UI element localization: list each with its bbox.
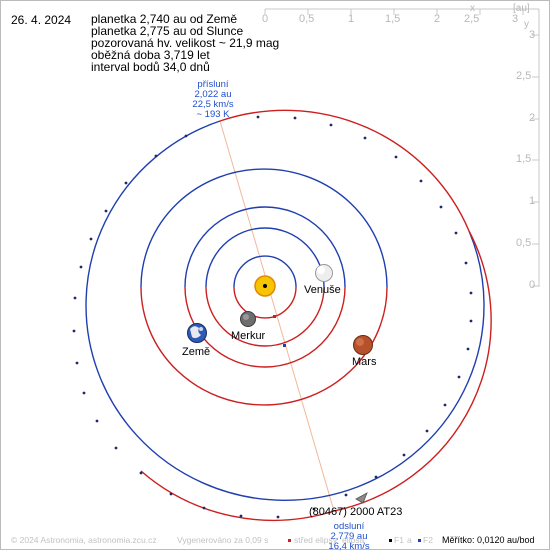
- x-tick-2-5: 2,5: [464, 13, 480, 25]
- y-tick-1: 1: [529, 195, 536, 207]
- y-tick-0-5: 0,5: [516, 237, 532, 249]
- y-unit-label: y: [524, 19, 529, 30]
- mars-label: Mars: [352, 356, 377, 368]
- earth-label: Země: [182, 346, 211, 358]
- perihelion-temp: ~ 193 K: [196, 109, 230, 120]
- legend-f2-marker: [418, 539, 421, 542]
- y-tick-0: 0: [529, 279, 536, 291]
- orbit-mars: [140, 168, 388, 406]
- mercury-label: Merkur: [231, 330, 266, 342]
- copyright-label: © 2024 Astronomia, astronomia.zcu.cz: [11, 535, 157, 545]
- legend-f2-label: F2: [423, 535, 433, 545]
- scale-label: Měřítko: 0,0120 au/bod: [442, 535, 535, 545]
- x-axis-ticks: [264, 9, 524, 15]
- x-tick-1: 1: [348, 13, 355, 25]
- mars: [353, 335, 373, 355]
- info-block: planetka 2,740 au od Země planetka 2,775…: [91, 13, 279, 73]
- x-tick-1-5: 1,5: [385, 13, 401, 25]
- aphelion-distance: 2,779 au: [330, 531, 368, 542]
- x-tick-2: 2: [434, 13, 441, 25]
- x-tick-0: 0: [262, 13, 269, 25]
- aphelion-label: odsluní 2,779 au 16,4 km/s: [317, 522, 381, 552]
- y-tick-2: 2: [529, 112, 536, 124]
- perihelion-label: přísluní 2,022 au 22,5 km/s ~ 193 K: [181, 80, 245, 120]
- focus-f2-marker: [283, 344, 286, 347]
- legend-center-marker: [288, 539, 291, 542]
- y-tick-1-5: 1,5: [516, 153, 532, 165]
- legend-a-label: a: [407, 535, 412, 545]
- asteroid-interval-dots: [72, 115, 473, 519]
- info-line-interval: interval bodů 34,0 dnů: [91, 60, 210, 74]
- asteroid-marker: [355, 492, 368, 504]
- orbit-venus: [205, 227, 325, 347]
- mercury: [240, 311, 256, 327]
- legend-ellipse-label: elipsa: [342, 535, 365, 545]
- orbit-mercury: [233, 255, 297, 319]
- x-tick-3: 3: [512, 13, 519, 25]
- x-unit-label: x: [470, 3, 475, 14]
- perihelion-distance: 2,022 au: [194, 89, 232, 100]
- asteroid-name: (80467) 2000 AT23: [309, 506, 403, 518]
- info-line-magnitude: pozorovaná hv. velikost ~ 21,9 mag: [91, 36, 280, 50]
- au-unit-label: [au]: [513, 3, 530, 14]
- legend-center-label: střed elipsy: [294, 535, 337, 545]
- venus: [315, 264, 333, 282]
- y-tick-3: 3: [529, 29, 536, 41]
- earth: [187, 323, 207, 343]
- legend-f1-marker: [389, 539, 392, 542]
- orbit-asteroid: [85, 109, 492, 521]
- info-line-period: oběžná doba 3,719 let: [91, 48, 210, 62]
- orbit-earth: [184, 206, 346, 368]
- generated-label: Vygenerováno za 0,09 s: [177, 535, 269, 545]
- aphelion-title: odsluní: [333, 521, 365, 532]
- ellipse-center-marker: [273, 315, 276, 318]
- info-line-earth-distance: planetka 2,740 au od Země: [91, 12, 238, 26]
- aphelion-speed: 16,4 km/s: [328, 541, 370, 552]
- y-tick-2-5: 2,5: [516, 70, 532, 82]
- venus-label: Venuše: [304, 284, 341, 296]
- x-tick-0-5: 0,5: [299, 13, 315, 25]
- sun: [254, 275, 276, 297]
- perihelion-speed: 22,5 km/s: [192, 99, 234, 110]
- y-axis-ticks: [532, 34, 539, 287]
- info-line-sun-distance: planetka 2,775 au od Slunce: [91, 24, 244, 38]
- perihelion-title: přísluní: [197, 79, 229, 90]
- axis-frame: [264, 8, 540, 287]
- legend-f1-label: F1: [394, 535, 404, 545]
- date-label: 26. 4. 2024: [11, 13, 72, 27]
